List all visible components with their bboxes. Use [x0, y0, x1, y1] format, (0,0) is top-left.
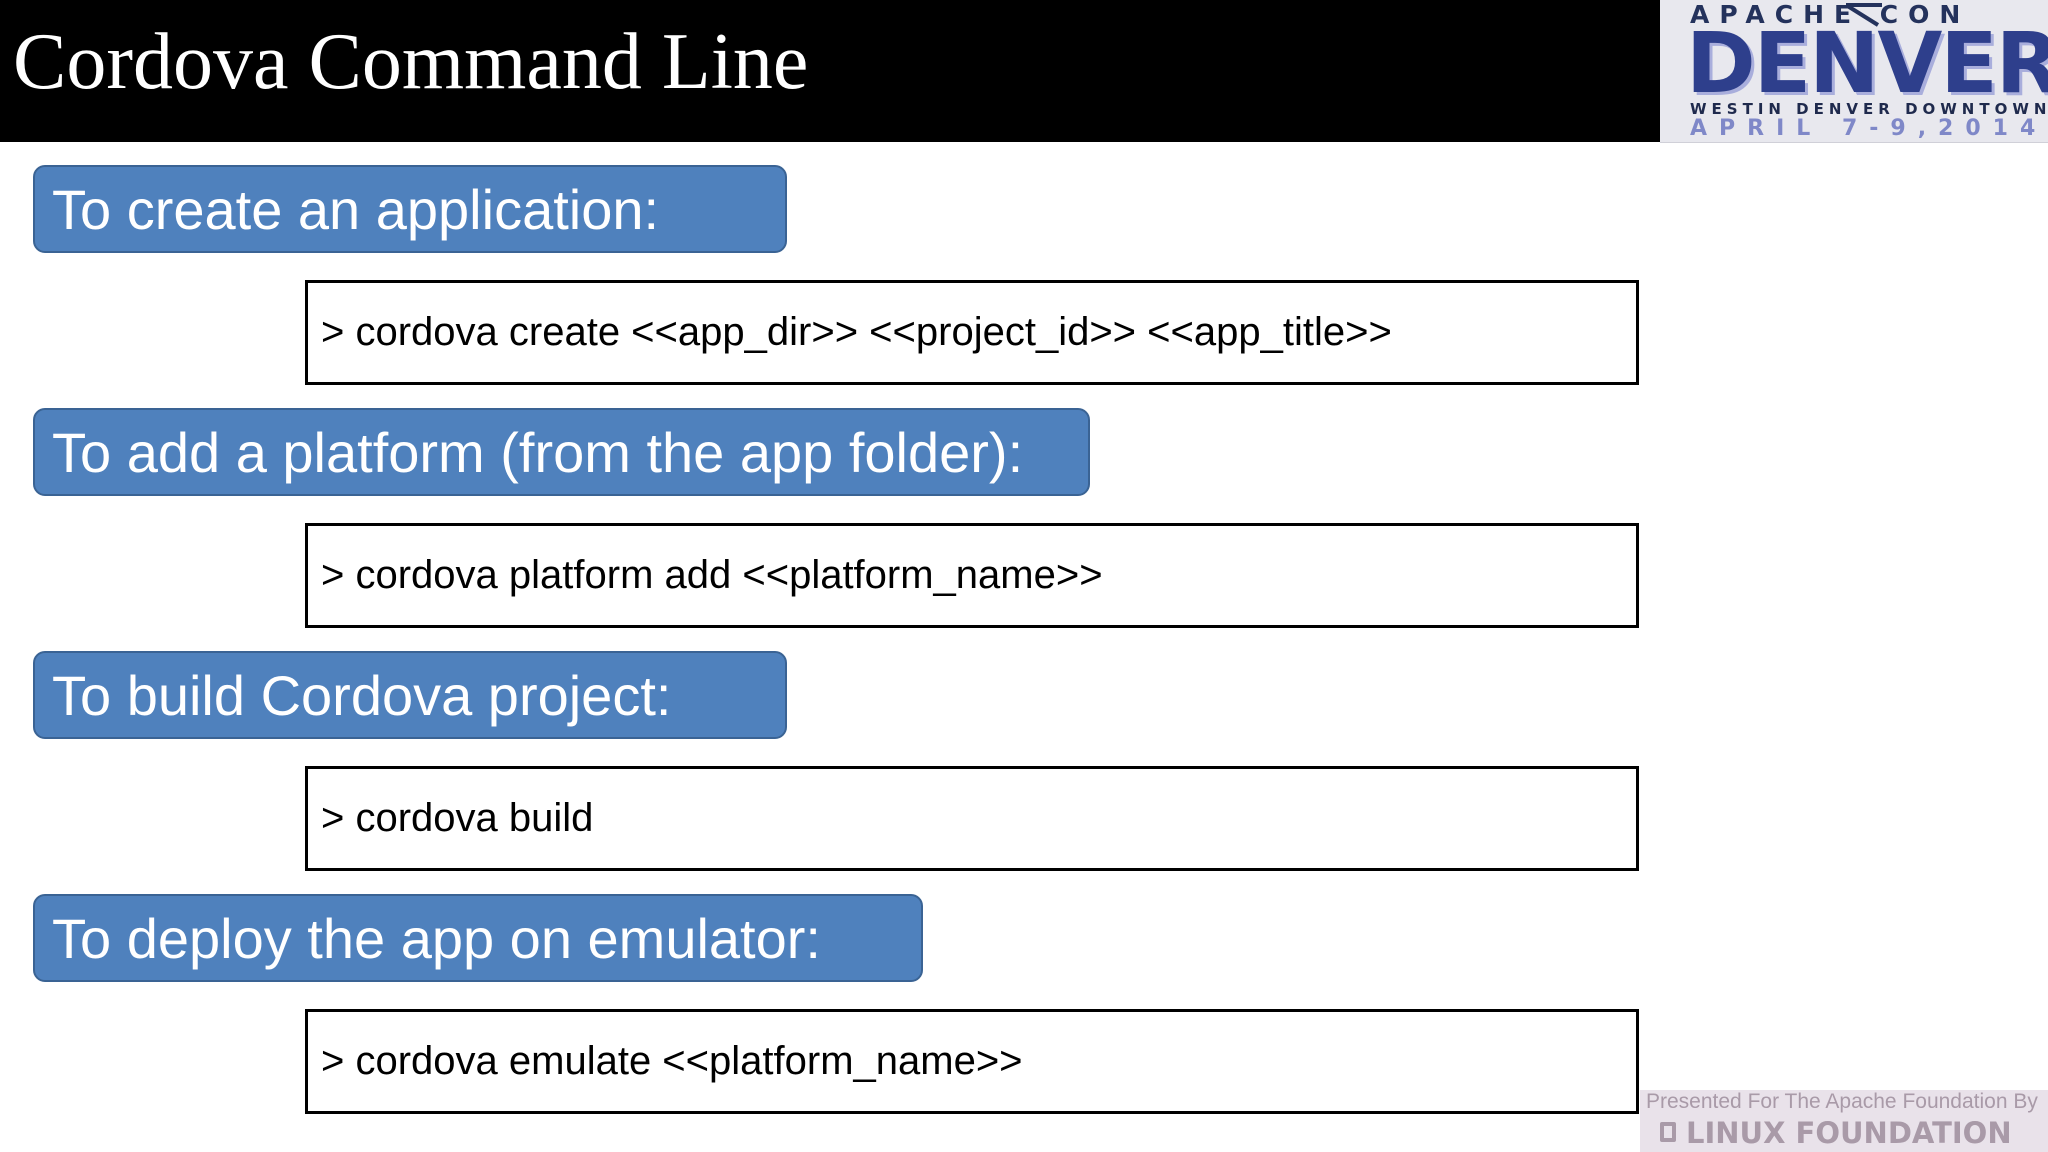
- linux-foundation-badge: Presented For The Apache Foundation By L…: [1640, 1090, 2048, 1152]
- command-box-add-platform: > cordova platform add <<platform_name>>: [305, 523, 1639, 628]
- footer-presented-text: Presented For The Apache Foundation By: [1646, 1090, 2038, 1113]
- title-bar: Cordova Command Line: [0, 0, 1660, 142]
- slide-title: Cordova Command Line: [13, 18, 809, 106]
- step-label-add-platform: To add a platform (from the app folder):: [33, 408, 1090, 496]
- logo-main-text: DENVER: [1686, 14, 2048, 112]
- logo-dates: APRIL 7-9,2014: [1690, 116, 2048, 141]
- step-label-create: To create an application:: [33, 165, 787, 253]
- logo-arrow-icon: [1844, 3, 1882, 27]
- command-box-build: > cordova build: [305, 766, 1639, 871]
- step-label-emulate: To deploy the app on emulator:: [33, 894, 923, 982]
- linux-foundation-icon: [1660, 1122, 1676, 1142]
- apachecon-logo: APACHE CON DENVER WESTIN DENVER DOWNTOWN…: [1660, 0, 2048, 143]
- step-label-build: To build Cordova project:: [33, 651, 787, 739]
- command-box-create: > cordova create <<app_dir>> <<project_i…: [305, 280, 1639, 385]
- logo-venue: WESTIN DENVER DOWNTOWN: [1690, 100, 2048, 118]
- command-box-emulate: > cordova emulate <<platform_name>>: [305, 1009, 1639, 1114]
- footer-linux-foundation-text: LINUX FOUNDATION: [1686, 1116, 2012, 1150]
- logo-top-text: APACHE CON: [1690, 0, 1971, 29]
